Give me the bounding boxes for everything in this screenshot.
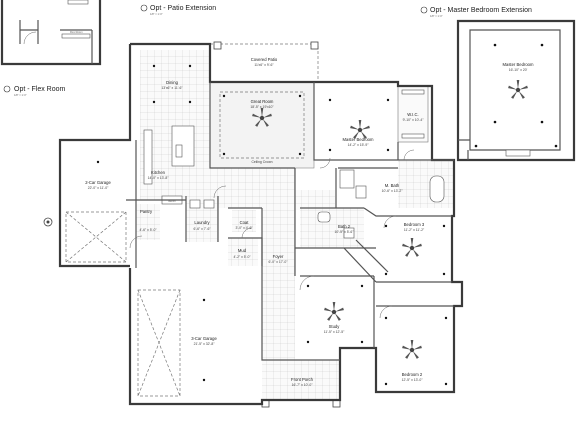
master-extension-inset: Master Bedroom 16'-10" x 20' (456, 19, 576, 162)
patio-title-block: Opt - Patio Extension 1/8" = 1'-0" (140, 4, 216, 16)
master-scale: 1/8" = 1'-0" (430, 14, 443, 18)
foyer: Foyer 6'-0" x 17'-0" (269, 254, 289, 264)
coat-dim: 3'-0" x 4'-6" (235, 226, 253, 230)
foyer-name: Foyer (273, 254, 284, 259)
garage-2: 2-Car Garage 22'-0" x 11'-0" (43, 140, 127, 266)
bedroom-2-dim: 12'-5" x 13'-0" (402, 378, 424, 382)
master-ext-name: Master Bedroom (503, 62, 534, 67)
great-room: Great Room 18'-5" x 19'x10" Ceiling Crow… (209, 81, 315, 169)
covered-patio: Covered Patio 11'x6" x 9'-6" (209, 41, 319, 83)
garage-2-dim: 22'-0" x 11'-0" (88, 186, 109, 190)
dining-name: Dining (166, 80, 179, 85)
mud-name: Mud (238, 248, 247, 253)
flex-room-inset: Flex Room Opt - Flex Room 1/8" = 1'-0" (0, 0, 102, 97)
master-title: Opt - Master Bedroom Extension (430, 7, 532, 14)
wic: W.I.C. 9'-10" x 10'-4" (397, 85, 429, 143)
patio-scale: 1/8" = 1'-0" (150, 12, 163, 16)
ceiling-fan-icon (508, 80, 528, 99)
pantry-dim: 4'-6" x 5'-0" (139, 228, 157, 232)
great-room-name: Great Room (251, 99, 274, 104)
main-walls (58, 42, 464, 406)
garage-3-dim: 21'-5" x 32'-8" (194, 342, 216, 346)
master-bath-dim: 10'-6" x 13'-2" (382, 189, 404, 193)
dining: Dining 13'x6" x 11'-6" (152, 64, 192, 104)
bedroom-3: Bedroom 3 11'-2" x 11'-2" (376, 216, 452, 282)
master-bath-name: M. Bath (385, 183, 400, 188)
coat-name: Coat (240, 220, 250, 225)
study: Study 11'-5" x 12'-5" (300, 276, 374, 348)
laundry-name: Laundry (194, 220, 210, 225)
utility-rooms: Pantry 4'-6" x 5'-0" Laundry 6'-6" x 7'-… (136, 195, 258, 266)
master-ext-dim: 16'-10" x 20' (509, 68, 528, 72)
bath-2-dim: 10'-5" x 5'-6" (335, 230, 355, 234)
mud-dim: 4'-2" x 5'-0" (233, 255, 251, 259)
covered-patio-name: Covered Patio (251, 57, 278, 62)
bath-2: Bath 2 10'-5" x 5'-6" (300, 208, 364, 248)
wic-name: W.I.C. (407, 112, 418, 117)
wic-dim: 9'-10" x 10'-4" (403, 118, 425, 122)
laundry-dim: 6'-6" x 7'-6" (193, 227, 211, 231)
bath-2-name: Bath 2 (338, 224, 351, 229)
flex-room-title: Opt - Flex Room (14, 86, 66, 93)
flex-inset-label: Flex Room (70, 30, 83, 34)
bench-label: Bench (168, 199, 176, 203)
ceiling-note: Ceiling Crown (251, 160, 272, 164)
garage-3-name: 3-Car Garage (191, 336, 217, 341)
foyer-dim: 6'-0" x 17'-0" (269, 260, 289, 264)
patio-title: Opt - Patio Extension (150, 5, 216, 12)
great-room-dim: 18'-5" x 19'x10" (250, 105, 274, 109)
garage-2-name: 2-Car Garage (85, 180, 111, 185)
master-bedroom-dim: 14'-2" x 15'-9" (348, 143, 370, 147)
dining-dim: 13'x6" x 11'-6" (161, 86, 183, 90)
kitchen-dim: 14'-0" x 13'-8" (148, 176, 170, 180)
tiled-areas (140, 50, 335, 388)
master-bedroom: Master Bedroom 14'-2" x 15'-9" (314, 82, 398, 160)
master-title-block: Opt - Master Bedroom Extension 1/8" = 1'… (420, 6, 532, 18)
bedroom-3-name: Bedroom 3 (404, 222, 425, 227)
master-bath: M. Bath 10'-6" x 13'-2" (339, 160, 454, 208)
kitchen: Kitchen 14'-0" x 13'-8" (143, 125, 195, 185)
study-name: Study (329, 324, 341, 329)
front-porch: Front Porch 16'-7" x 10'-0" (261, 360, 341, 408)
master-bedroom-name: Master Bedroom (343, 137, 374, 142)
pantry-name: Pantry (140, 209, 153, 214)
front-porch-dim: 16'-7" x 10'-0" (292, 383, 314, 387)
covered-patio-dim: 11'x6" x 9'-6" (254, 63, 274, 67)
garage-3: 3-Car Garage 21'-5" x 32'-8" (130, 268, 262, 400)
study-dim: 11'-5" x 12'-5" (324, 330, 345, 334)
flex-room-scale: 1/8" = 1'-0" (14, 93, 27, 97)
bedroom-3-dim: 11'-2" x 11'-2" (404, 228, 425, 232)
front-porch-name: Front Porch (291, 377, 314, 382)
door-swings (129, 149, 415, 319)
bedroom-2: Bedroom 2 12'-5" x 13'-0" (376, 306, 454, 392)
kitchen-name: Kitchen (151, 170, 166, 175)
bedroom-2-name: Bedroom 2 (402, 372, 423, 377)
